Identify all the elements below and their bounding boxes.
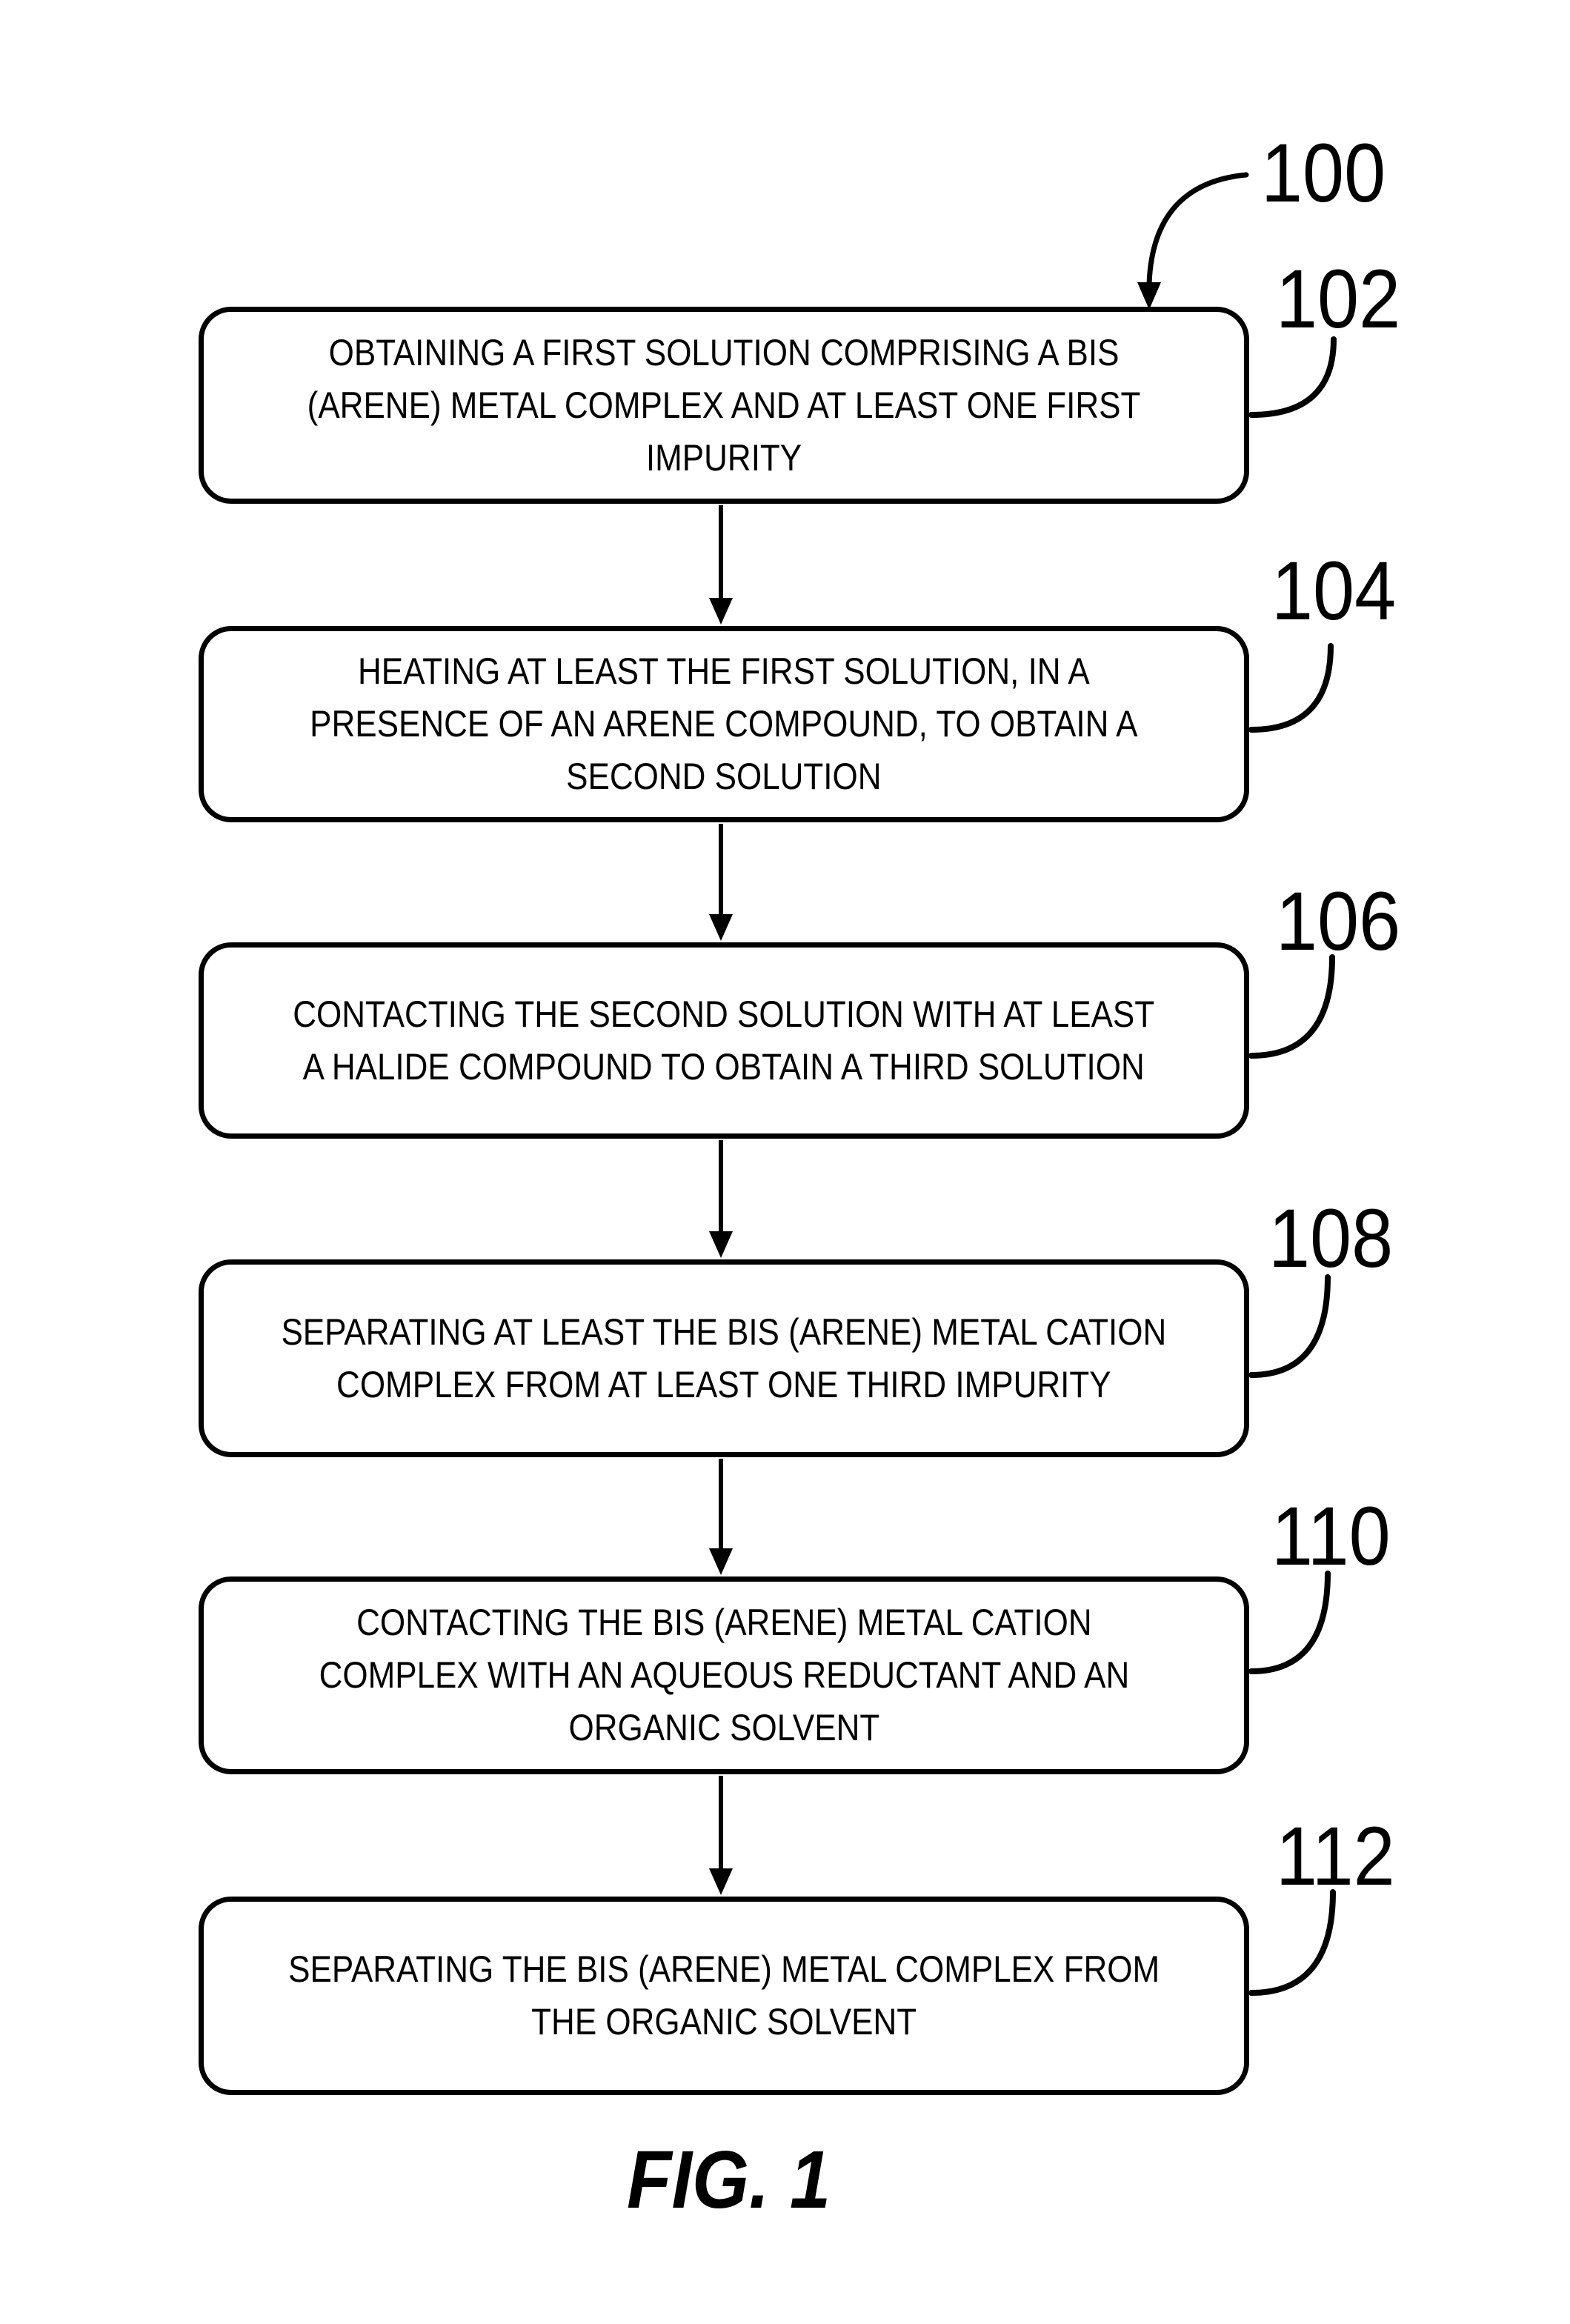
step-text-102: OBTAINING A FIRST SOLUTION COMPRISING A … — [307, 331, 1141, 479]
flow-arrow-4 — [709, 1459, 733, 1575]
step-box-112: SEPARATING THE BIS (ARENE) METAL COMPLEX… — [199, 1897, 1249, 2095]
flow-arrow-3 — [709, 1140, 733, 1258]
step-text-110: CONTACTING THE BIS (ARENE) METAL CATION … — [319, 1602, 1129, 1748]
leader-line-102 — [1248, 336, 1337, 418]
step-text-108: SEPARATING AT LEAST THE BIS (ARENE) META… — [281, 1311, 1167, 1405]
ref-label-110: 110 — [1271, 1490, 1391, 1582]
flow-arrow-1 — [709, 505, 733, 625]
ref-label-102: 102 — [1276, 253, 1401, 345]
flow-arrow-2 — [709, 824, 733, 941]
arrowhead — [709, 1548, 733, 1575]
leader-line-112 — [1248, 1889, 1336, 1996]
step-box-108: SEPARATING AT LEAST THE BIS (ARENE) META… — [199, 1259, 1249, 1457]
leader-line-108 — [1248, 1274, 1331, 1378]
leader-line-106 — [1248, 954, 1335, 1059]
step-box-102: OBTAINING A FIRST SOLUTION COMPRISING A … — [199, 307, 1249, 504]
step-text-106: CONTACTING THE SECOND SOLUTION WITH AT L… — [293, 993, 1155, 1088]
leader-line-110 — [1248, 1571, 1331, 1674]
arrowhead — [709, 598, 733, 625]
ref-label-100: 100 — [1261, 127, 1386, 219]
ref-label-108: 108 — [1268, 1192, 1394, 1285]
step-box-110: CONTACTING THE BIS (ARENE) METAL CATION … — [199, 1576, 1249, 1774]
ref-arrow-100 — [1137, 172, 1249, 310]
step-text-112: SEPARATING THE BIS (ARENE) METAL COMPLEX… — [288, 1948, 1160, 2042]
step-text-104: HEATING AT LEAST THE FIRST SOLUTION, IN … — [310, 650, 1138, 797]
step-box-106: CONTACTING THE SECOND SOLUTION WITH AT L… — [199, 942, 1249, 1139]
flow-arrow-5 — [709, 1776, 733, 1895]
ref-label-112: 112 — [1276, 1810, 1395, 1902]
ref-label-106: 106 — [1276, 875, 1401, 968]
arrowhead — [1137, 282, 1161, 310]
arrowhead — [709, 1231, 733, 1258]
leader-line-104 — [1248, 643, 1334, 733]
ref-label-104: 104 — [1271, 545, 1397, 637]
arrowhead — [709, 914, 733, 941]
figure-caption: FIG. 1 — [627, 2134, 831, 2225]
arrowhead — [709, 1868, 733, 1895]
step-box-104: HEATING AT LEAST THE FIRST SOLUTION, IN … — [199, 626, 1249, 822]
